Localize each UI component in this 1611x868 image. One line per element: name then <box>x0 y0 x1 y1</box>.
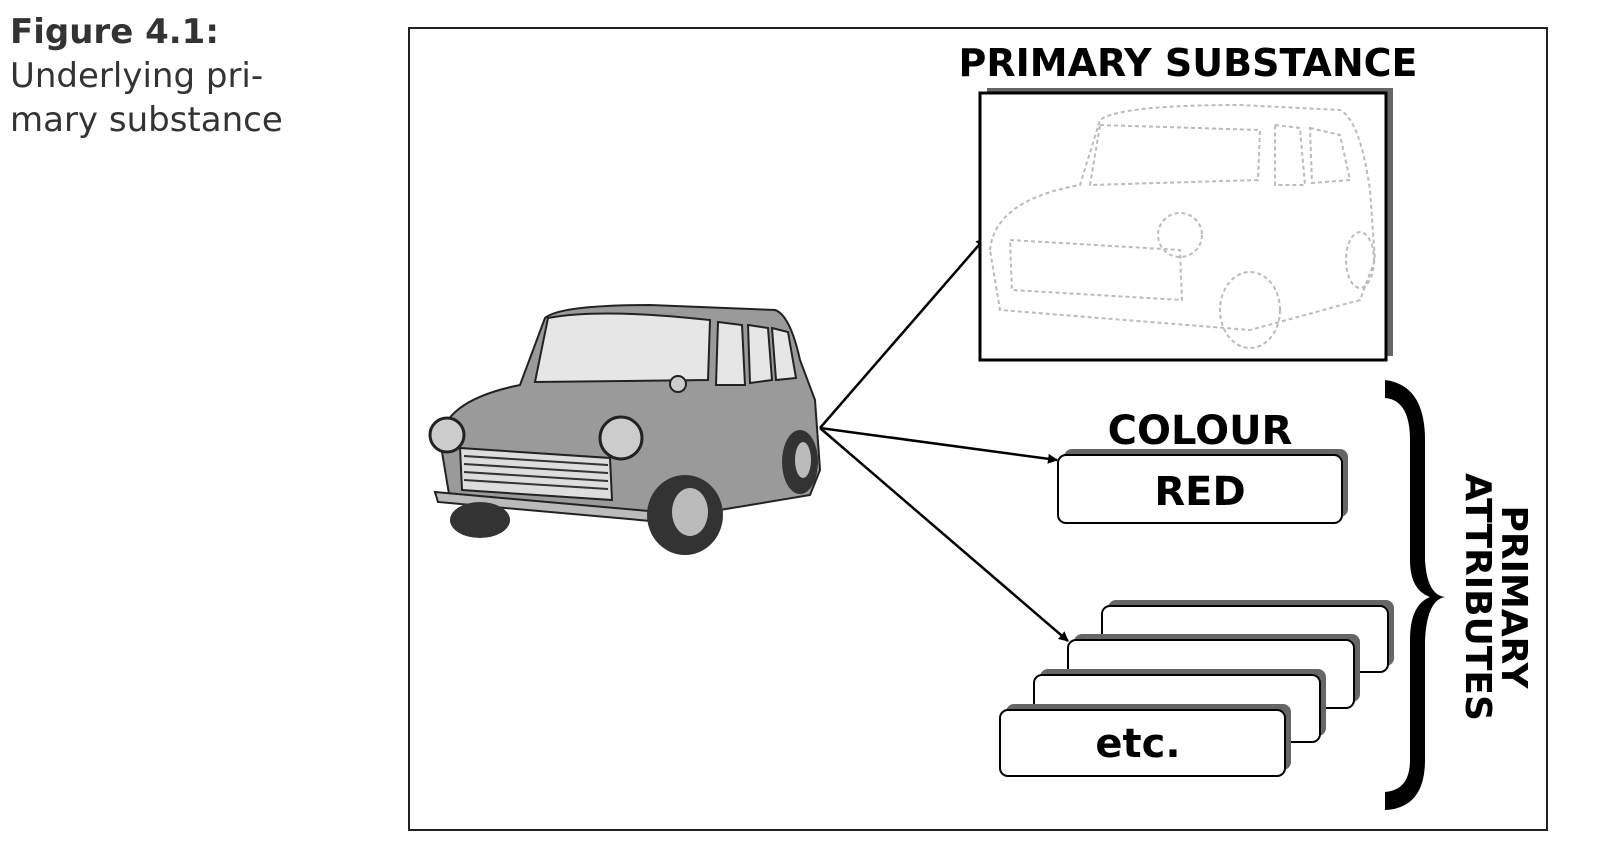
car-illustration <box>428 303 822 555</box>
primary-attributes-label: PRIMARY ATTRIBUTES <box>1457 473 1534 721</box>
figure-label: Figure 4.1: <box>10 12 219 52</box>
colour-label: COLOUR <box>1108 408 1293 454</box>
etc-label: etc. <box>1095 721 1180 767</box>
arrow-to-other-attributes <box>819 427 1069 642</box>
primary-attributes-line-1: PRIMARY <box>1493 505 1534 689</box>
caption-line-2: mary substance <box>10 100 283 140</box>
arrow-to-primary-substance <box>819 237 986 429</box>
primary-substance-box <box>978 91 1388 362</box>
diagram-frame <box>408 27 1548 831</box>
caption-line-1: Underlying pri- <box>10 56 264 96</box>
primary-substance-label: PRIMARY SUBSTANCE <box>959 41 1418 85</box>
colour-value: RED <box>1154 469 1245 515</box>
colour-value-box <box>1057 454 1343 524</box>
curly-brace <box>1385 380 1445 810</box>
attribute-box-etc <box>999 709 1286 777</box>
figure-caption: Figure 4.1: Underlying pri- mary substan… <box>10 10 283 142</box>
primary-attributes-line-2: ATTRIBUTES <box>1457 473 1498 721</box>
arrow-to-colour <box>819 426 1058 464</box>
car-outline-sketch <box>988 103 1377 349</box>
